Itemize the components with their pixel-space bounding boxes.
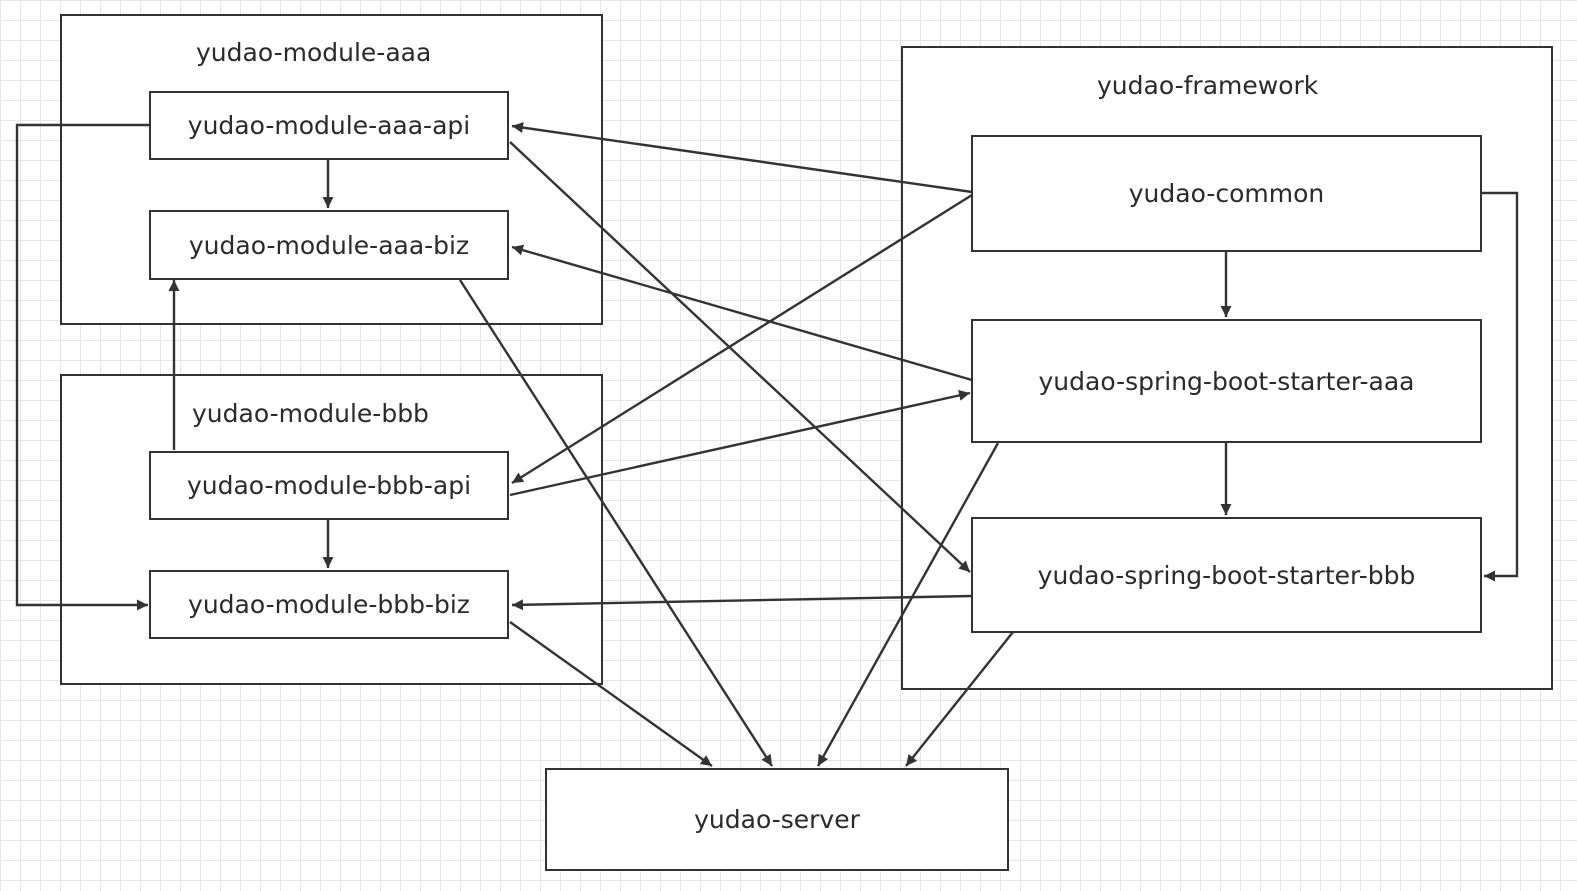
node-starter-aaa[interactable]: yudao-spring-boot-starter-aaa (971, 319, 1482, 443)
node-common[interactable]: yudao-common (971, 135, 1482, 252)
node-bbb-api[interactable]: yudao-module-bbb-api (149, 451, 509, 520)
edge-starter-aaa-to-server (816, 442, 1000, 767)
edge-bbb-biz-to-server (509, 621, 713, 767)
node-aaa-api[interactable]: yudao-module-aaa-api (149, 91, 509, 160)
node-starter-bbb[interactable]: yudao-spring-boot-starter-bbb (971, 517, 1482, 633)
edge-bbb-api-to-starter-aaa (509, 390, 971, 497)
node-aaa-biz[interactable]: yudao-module-aaa-biz (149, 210, 509, 280)
edge-aaa-api-to-starter-bbb (509, 141, 971, 573)
edge-common-to-bbb-api (511, 193, 973, 485)
node-server[interactable]: yudao-server (545, 768, 1009, 871)
node-bbb-biz[interactable]: yudao-module-bbb-biz (149, 570, 509, 639)
group-title-module-bbb: yudao-module-bbb (192, 399, 429, 428)
edge-aaa-biz-to-server (458, 279, 774, 767)
edge-aaa-api-to-bbb-biz (15, 123, 150, 611)
edge-starter-bbb-to-bbb-biz (511, 594, 973, 611)
edge-starter-aaa-to-aaa-biz (511, 244, 973, 382)
group-title-module-aaa: yudao-module-aaa (196, 38, 432, 67)
edge-starter-bbb-to-server (905, 631, 1014, 767)
edge-common-to-aaa-api (511, 122, 973, 194)
group-title-framework: yudao-framework (1097, 71, 1319, 100)
edge-common-to-starter-bbb (1482, 191, 1519, 582)
